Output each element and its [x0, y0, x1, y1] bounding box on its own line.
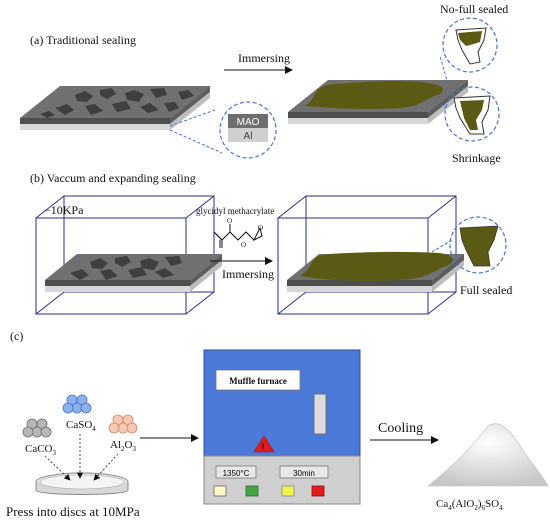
press-caption: Press into discs at 10MPa: [6, 504, 140, 519]
full-fill: [459, 225, 499, 267]
carbonyl-o: O: [227, 217, 232, 225]
caso4-label: CaSO4: [66, 419, 96, 433]
petri-dish: [35, 472, 129, 495]
indicator-light-red: [311, 485, 325, 497]
full-sealed-label: Full sealed: [460, 283, 512, 297]
immersing-label-b: Immersing: [222, 267, 274, 281]
mao-layer-swatch: [228, 114, 268, 128]
callout-line-a1: [169, 109, 216, 127]
furnace-door-handle: [313, 393, 327, 435]
fullsealed-inset-circle: [449, 216, 507, 274]
shrinkage-inset-circle: [444, 86, 500, 142]
shrunk-fill: [460, 100, 484, 130]
caco3-label: CaCO3: [25, 443, 57, 457]
temperature-readout: 1350°C: [223, 469, 250, 478]
epoxide-o: O: [258, 224, 263, 232]
warning-icon: [253, 435, 275, 453]
mao-plate-porous-a: [20, 86, 210, 130]
duration-readout: 30min: [293, 469, 315, 478]
furnace-label-plate: [215, 369, 301, 391]
nofull-sealed-label: No-full sealed: [440, 2, 508, 16]
layer-inset-circle: [219, 101, 277, 159]
al2o3-spheres: [108, 414, 138, 434]
partial-fill-nofull: [458, 31, 482, 46]
product-formula: Ca4(AlO2)6SO4: [436, 498, 503, 512]
glycidyl-methacrylate-structure: [213, 224, 263, 248]
callout-line-a2: [169, 129, 223, 154]
furnace-label: Muffle furnace: [229, 376, 287, 386]
caso4-spheres: [62, 394, 92, 414]
cooling-label: Cooling: [378, 421, 423, 436]
reagent-label: glycidyl methacrylate: [196, 206, 274, 216]
ester-o: O: [241, 241, 246, 249]
callout-line-a4: [439, 103, 447, 109]
indicator-light-green: [245, 485, 259, 497]
temperature-display: [215, 465, 257, 479]
nofull-inset-circle: [442, 17, 498, 73]
section-a-title: (a) Traditional sealing: [30, 33, 136, 47]
vacuum-pressure-label: −10KPa: [44, 203, 84, 217]
mao-layer-label: MAO: [237, 117, 260, 128]
mao-plate-sealed-a: [288, 80, 468, 124]
product-powder: [427, 423, 549, 487]
callout-line-a3: [439, 55, 449, 85]
al2o3-label: Al2O3: [110, 439, 136, 453]
muffle-furnace: !: [203, 349, 361, 505]
mao-plate-porous-b: [45, 254, 222, 292]
indicator-light-yellow: [281, 485, 295, 497]
svg-text:!: !: [262, 442, 265, 452]
timer-display: [279, 465, 329, 479]
dish-arrows: [44, 434, 119, 481]
section-b-title: (b) Vaccum and expanding sealing: [30, 171, 196, 185]
callout-line-b1: [431, 239, 453, 253]
mao-plate-sealed-b: [287, 251, 464, 292]
al-layer-swatch: [228, 128, 268, 142]
indicator-light-white: [213, 485, 227, 497]
immersing-label-a: Immersing: [238, 51, 290, 65]
caco3-spheres: [22, 418, 52, 438]
shrinkage-label: Shrinkage: [452, 151, 501, 165]
al-layer-label: Al: [244, 131, 253, 142]
section-c-title: (c): [10, 329, 23, 343]
